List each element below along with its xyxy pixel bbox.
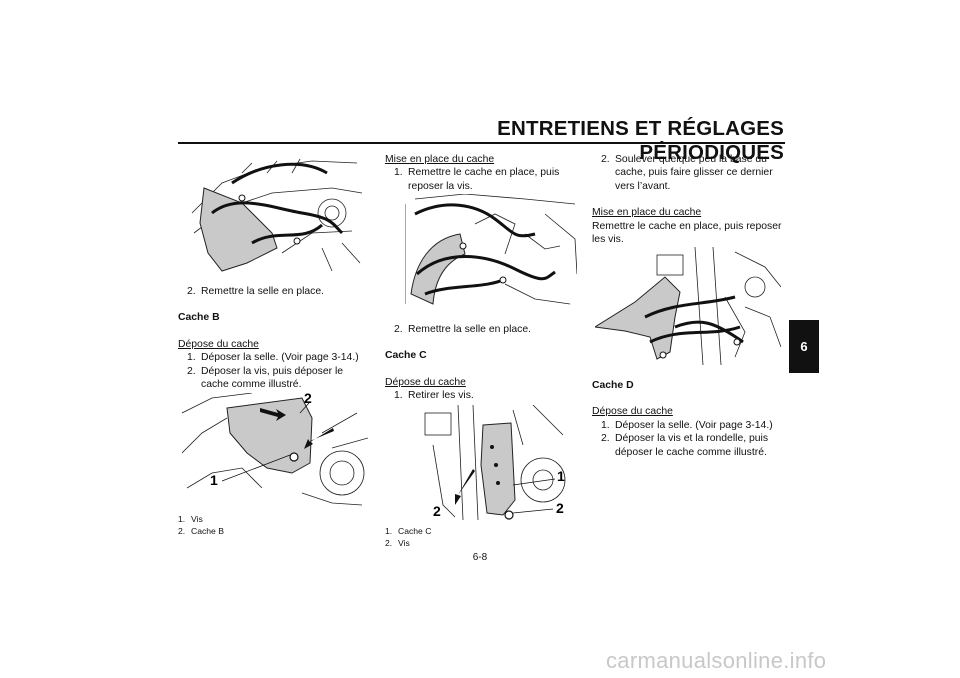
- figure-cache-b-install: [405, 194, 577, 312]
- step-item: 1. Retirer les vis.: [385, 389, 578, 402]
- step-number: 2.: [187, 286, 196, 297]
- step-number: 2.: [394, 324, 403, 335]
- step-item: 2. Remettre la selle en place.: [178, 285, 368, 298]
- column-3-bottom: Cache D Dépose du cache 1. Déposer la se…: [592, 379, 785, 459]
- step-item: 1. Remettre le cache en place, puis repo…: [385, 166, 578, 193]
- figure-legend-c: 1.Cache C 2.Vis: [385, 526, 578, 550]
- subheading-depose: Dépose du cache: [385, 376, 466, 388]
- column-2-middle: 2. Remettre la selle en place. Cache C D…: [385, 323, 578, 403]
- figure-legend-b: 1.Vis 2.Cache B: [178, 514, 368, 538]
- step-text: Soulever quelque peu la base du cache, p…: [615, 154, 773, 192]
- step-number: 2.: [187, 365, 196, 377]
- legend-item: 2.Vis: [385, 537, 410, 548]
- section-heading-cache-b: Cache B: [178, 312, 220, 324]
- section-heading-cache-d: Cache D: [592, 380, 634, 391]
- step-number: 2.: [601, 154, 610, 165]
- step-item: 2. Soulever quelque peu la base du cache…: [592, 153, 785, 193]
- callout-2b: 2: [556, 500, 564, 516]
- step-item: 2. Déposer la vis et la rondelle, puis d…: [592, 432, 785, 459]
- step-text: Déposer la vis et la rondelle, puis dépo…: [615, 433, 769, 458]
- subheading-depose: Dépose du cache: [592, 406, 673, 418]
- step-item: 2. Remettre la selle en place.: [385, 323, 578, 336]
- legend-item: 2.Cache B: [178, 525, 224, 536]
- callout-2: 2: [433, 503, 441, 519]
- header-rule: [178, 142, 785, 144]
- step-item: 2. Déposer la vis, puis déposer le cache…: [178, 365, 368, 392]
- step-item: 1. Déposer la selle. (Voir page 3-14.): [592, 419, 785, 432]
- step-text: Remettre le cache en place, puis reposer…: [408, 167, 560, 192]
- figure-cache-c: 1 2 2: [403, 405, 575, 520]
- step-text: Déposer la selle. (Voir page 3-14.): [615, 419, 773, 431]
- step-text: Déposer la vis, puis déposer le cache co…: [201, 365, 344, 391]
- step-number: 2.: [601, 433, 610, 445]
- column-3-top: 2. Soulever quelque peu la base du cache…: [592, 153, 785, 246]
- subheading-mise-en-place: Mise en place du cache: [385, 154, 495, 165]
- legend-item: 1.Cache C: [385, 526, 432, 536]
- chapter-tab[interactable]: 6: [789, 320, 819, 373]
- callout-1: 1: [557, 468, 565, 484]
- column-1: 2. Remettre la selle en place. Cache B D…: [178, 285, 368, 391]
- page-number: 6-8: [472, 552, 488, 563]
- step-number: 1.: [187, 352, 196, 364]
- step-text: Remettre la selle en place.: [201, 286, 325, 297]
- page-title: ENTRETIENS ET RÉGLAGES PÉRIODIQUES: [497, 117, 784, 164]
- step-text: Retirer les vis.: [408, 390, 474, 402]
- watermark: carmanualsonline.info: [606, 648, 827, 673]
- section-heading-cache-c: Cache C: [385, 350, 427, 362]
- figure-cache-d: [595, 247, 781, 365]
- step-number: 1.: [394, 390, 403, 402]
- callout-2: 2: [304, 393, 312, 406]
- legend-item: 1.Vis: [178, 514, 203, 524]
- step-number: 1.: [394, 167, 403, 179]
- step-text: Remettre la selle en place.: [408, 324, 532, 335]
- subheading-mise-en-place: Mise en place du cache: [592, 207, 702, 219]
- step-number: 1.: [601, 419, 610, 431]
- step-item: 1. Déposer la selle. (Voir page 3-14.): [178, 351, 368, 364]
- column-2-top: Mise en place du cache 1. Remettre le ca…: [385, 153, 578, 193]
- callout-1: 1: [210, 472, 218, 488]
- subheading-depose: Dépose du cache: [178, 338, 259, 350]
- paragraph-mise-en-place: Remettre le cache en place, puis reposer…: [592, 220, 782, 246]
- figure-cache-b: 1 2: [182, 393, 368, 511]
- figure-cache-a-wiring: [182, 153, 368, 278]
- step-text: Déposer la selle. (Voir page 3-14.): [201, 352, 359, 364]
